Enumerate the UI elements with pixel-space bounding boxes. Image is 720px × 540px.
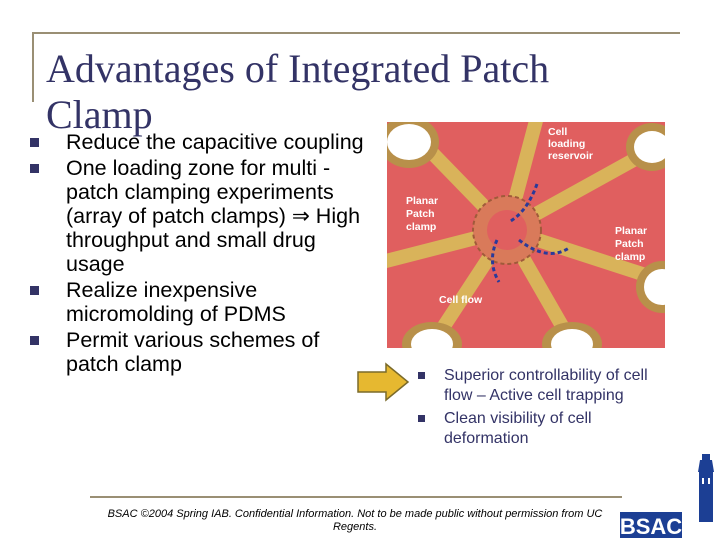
frame-left-rule	[32, 32, 34, 102]
bullet-square-icon	[418, 372, 425, 379]
secondary-bullet-list: Superior controllability of cell flow – …	[418, 366, 663, 452]
frame-bottom-rule	[90, 496, 622, 498]
bullet-square-icon	[418, 415, 425, 422]
bullet-text: Permit various schemes of patch clamp	[66, 328, 320, 376]
frame-top-rule	[32, 32, 680, 34]
main-bullet-list: Reduce the capacitive coupling One loadi…	[30, 130, 370, 376]
figure-label: clamp	[406, 221, 436, 233]
bullet-text: Clean visibility of cell deformation	[444, 410, 592, 447]
figure-label: Patch	[615, 238, 644, 250]
bullet-item: Clean visibility of cell deformation	[418, 409, 663, 449]
figure-label: Cell flow	[439, 294, 483, 306]
bullet-text: One loading zone for multi -patch clampi…	[66, 156, 361, 276]
bullet-item: Reduce the capacitive coupling	[30, 130, 370, 154]
figure-label: Cell	[548, 126, 567, 138]
patch-clamp-figure: Cell loading reservoir Planar Patch clam…	[387, 122, 665, 348]
slide-title: Advantages of Integrated Patch Clamp	[46, 46, 550, 137]
figure-label: loading	[548, 138, 585, 150]
figure-label: Planar	[406, 195, 438, 207]
bullet-text: Superior controllability of cell flow – …	[444, 367, 648, 404]
bullet-square-icon	[30, 138, 39, 147]
figure-label: reservoir	[548, 150, 593, 162]
right-arrow-icon	[357, 362, 410, 402]
bullet-item: Superior controllability of cell flow – …	[418, 366, 663, 406]
bullet-item: Realize inexpensive micromolding of PDMS	[30, 278, 370, 326]
bsac-logo: BSAC	[620, 454, 714, 539]
bullet-square-icon	[30, 286, 39, 295]
figure-label: clamp	[615, 251, 645, 263]
bullet-text: Reduce the capacitive coupling	[66, 130, 364, 154]
bullet-text: Realize inexpensive micromolding of PDMS	[66, 278, 286, 326]
figure-label: Patch	[406, 208, 435, 220]
bullet-item: One loading zone for multi -patch clampi…	[30, 156, 370, 276]
logo-text: BSAC	[620, 514, 682, 539]
bullet-square-icon	[30, 164, 39, 173]
campanile-tower-icon	[698, 454, 714, 522]
bullet-item: Permit various schemes of patch clamp	[30, 328, 370, 376]
figure-label: Planar	[615, 225, 647, 237]
bullet-square-icon	[30, 336, 39, 345]
footer-text: BSAC ©2004 Spring IAB. Confidential Info…	[107, 508, 603, 533]
